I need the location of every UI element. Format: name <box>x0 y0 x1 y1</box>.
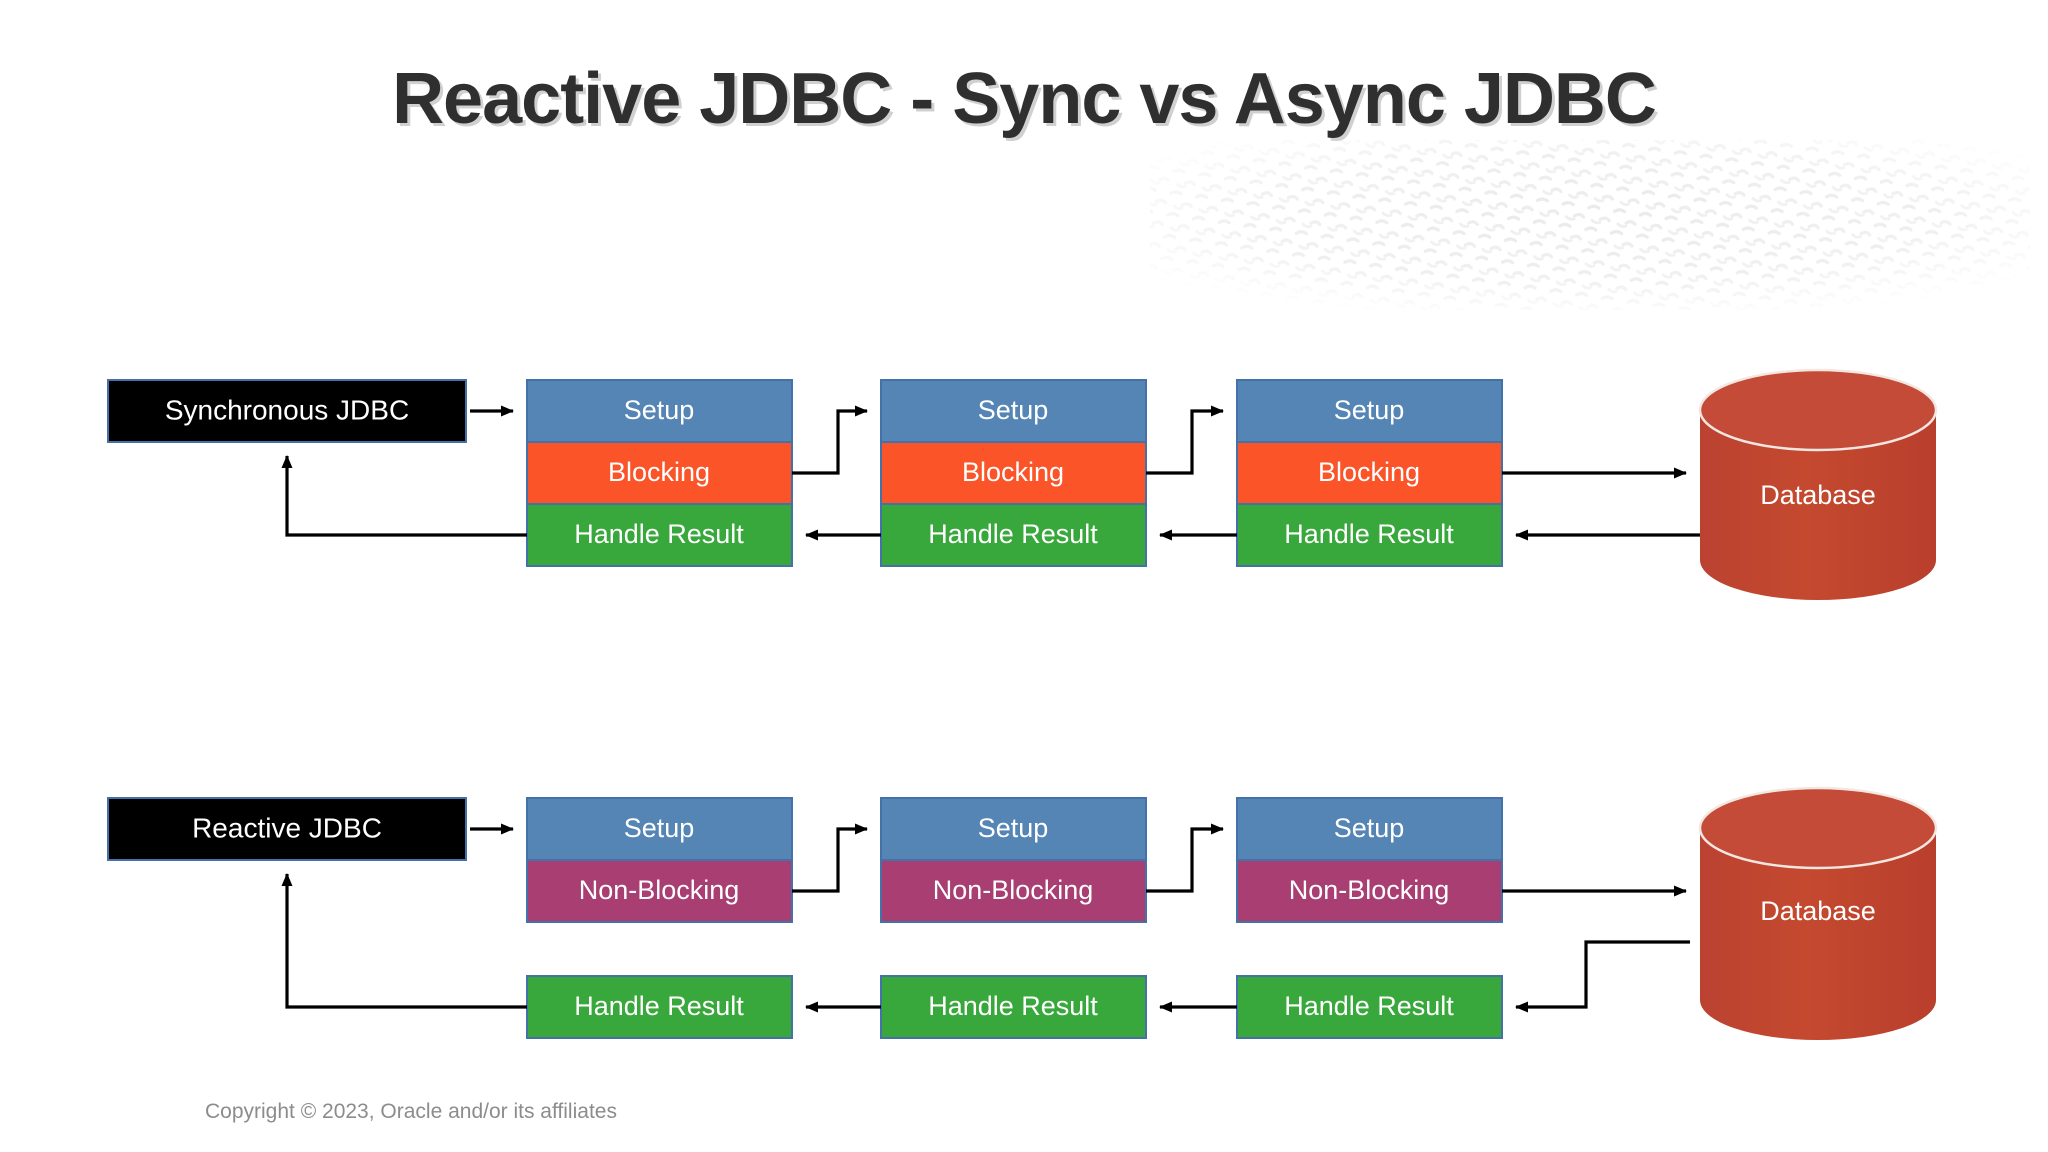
row-synchronous: Synchronous JDBC Setup Blocking Handle R… <box>107 368 1938 600</box>
stack-reactive-2[interactable]: Setup Non-Blocking Handle Result <box>880 797 1147 1039</box>
database-label: Database <box>1760 480 1876 510</box>
connectors-reactive <box>281 823 1690 1013</box>
stack-reactive-3[interactable]: Setup Non-Blocking Handle Result <box>1236 797 1503 1039</box>
band-non-blocking-label: Non-Blocking <box>579 875 740 905</box>
band-setup-label: Setup <box>624 395 695 425</box>
copyright-footer: Copyright © 2023, Oracle and/or its affi… <box>205 1100 617 1123</box>
connector-stack2-to-stack3 <box>1146 405 1224 475</box>
slide-title: Reactive JDBC - Sync vs Async JDBC <box>392 59 1657 139</box>
band-setup-label: Setup <box>1334 813 1405 843</box>
band-non-blocking-label: Non-Blocking <box>933 875 1094 905</box>
band-blocking-label: Blocking <box>962 457 1064 487</box>
band-handle-result-label: Handle Result <box>928 991 1098 1021</box>
database-cylinder-synchronous[interactable]: Database <box>1698 368 1938 600</box>
band-handle-result-label: Handle Result <box>574 991 744 1021</box>
connector-stack1-result-to-role <box>281 873 527 1009</box>
band-blocking-label: Blocking <box>608 457 710 487</box>
stack-reactive-1[interactable]: Setup Non-Blocking Handle Result <box>526 797 793 1039</box>
role-box-reactive[interactable]: Reactive JDBC <box>107 797 467 861</box>
band-handle-result-label: Handle Result <box>1284 519 1454 549</box>
database-cylinder-reactive[interactable]: Database <box>1698 786 1938 1040</box>
role-label-synchronous: Synchronous JDBC <box>165 394 409 425</box>
stack-synchronous-3[interactable]: Setup Blocking Handle Result <box>1236 379 1503 567</box>
band-setup-label: Setup <box>624 813 695 843</box>
stack-synchronous-1[interactable]: Setup Blocking Handle Result <box>526 379 793 567</box>
band-setup-label: Setup <box>978 813 1049 843</box>
band-blocking-label: Blocking <box>1318 457 1420 487</box>
band-handle-result-label: Handle Result <box>574 519 744 549</box>
band-handle-result-label: Handle Result <box>928 519 1098 549</box>
connectors-synchronous <box>281 405 1700 541</box>
connector-database-to-stack3-result <box>1515 940 1690 1013</box>
connector-stack1-to-stack2 <box>792 405 868 475</box>
role-box-synchronous[interactable]: Synchronous JDBC <box>107 379 467 443</box>
connector-stack1-result-to-role <box>281 455 527 537</box>
band-handle-result-label: Handle Result <box>1284 991 1454 1021</box>
role-label-reactive: Reactive JDBC <box>192 812 382 843</box>
band-non-blocking-label: Non-Blocking <box>1289 875 1450 905</box>
stack-synchronous-2[interactable]: Setup Blocking Handle Result <box>880 379 1147 567</box>
row-reactive: Reactive JDBC Setup Non-Blocking Handle … <box>107 786 1938 1040</box>
connector-stack1-to-stack2 <box>792 823 868 893</box>
database-label: Database <box>1760 896 1876 926</box>
connector-stack2-to-stack3 <box>1146 823 1224 893</box>
band-setup-label: Setup <box>1334 395 1405 425</box>
band-setup-label: Setup <box>978 395 1049 425</box>
